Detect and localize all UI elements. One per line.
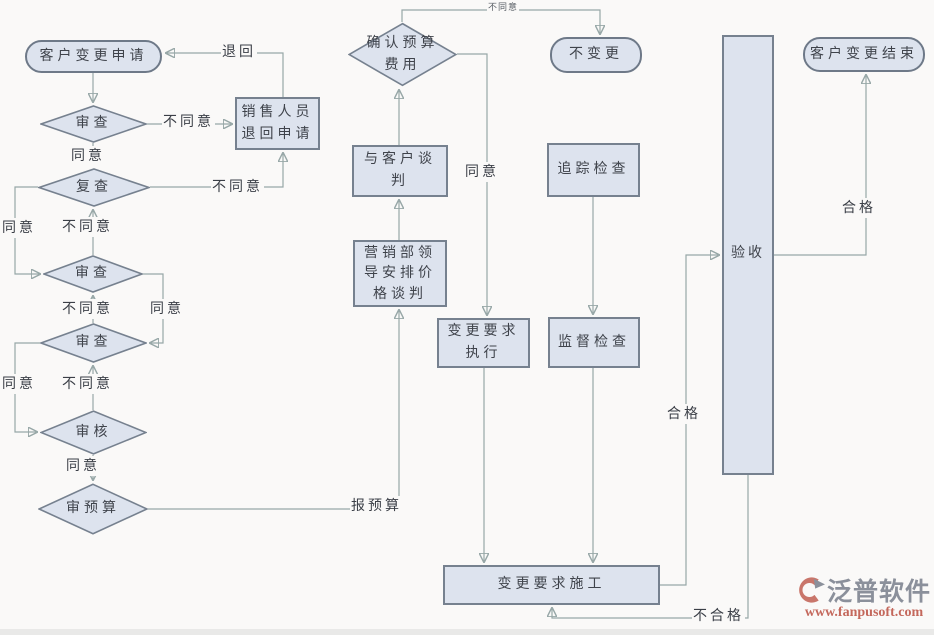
diamond-shape <box>38 483 148 535</box>
label-review2-disagree: 不同意 <box>61 217 114 238</box>
node-negotiate-with-customer: 与客户谈 判 <box>352 145 448 197</box>
node-label: 验收 <box>731 245 765 261</box>
node-label: 营销部领 导安排价 格谈判 <box>364 245 436 302</box>
node-marketing-arrange-price-negotiation: 营销部领 导安排价 格谈判 <box>353 240 447 307</box>
node-label: 监督检查 <box>558 333 630 350</box>
label-review1-disagree: 不同意 <box>162 112 215 133</box>
watermark-url: www.fanpusoft.com <box>804 605 924 620</box>
watermark-brand: 泛普软件 <box>826 577 931 606</box>
node-customer-change-end: 客户变更结束 <box>803 37 925 72</box>
node-label: 客户变更申请 <box>39 47 148 64</box>
label-review3-disagree: 不同意 <box>61 299 114 320</box>
diamond-shape <box>43 255 143 293</box>
node-review-3: 审查 <box>40 323 147 363</box>
node-label: 确认预算 费用 <box>366 34 439 73</box>
diamond-shape <box>40 410 147 455</box>
node-label: 审查 <box>75 265 111 282</box>
node-verify: 审核 <box>40 410 147 455</box>
edge-budgetreview-to-marketing <box>148 311 399 510</box>
edge-recheck-to-salesreturn <box>150 154 283 188</box>
node-label: 变更要求 执行 <box>447 323 520 361</box>
node-label: 不变更 <box>569 46 623 63</box>
node-label: 客户变更结束 <box>810 45 918 62</box>
node-review-1: 审查 <box>40 105 147 143</box>
node-supervision-check: 监督检查 <box>548 317 640 368</box>
node-change-request-construction: 变更要求施工 <box>443 565 660 605</box>
node-label: 销售人员 退回申请 <box>241 103 314 142</box>
node-budget-review: 审预算 <box>38 483 148 535</box>
label-pass-right: 合格 <box>841 198 877 219</box>
bottom-strip <box>0 629 934 635</box>
node-sales-return-request: 销售人员 退回申请 <box>235 97 320 150</box>
label-recheck-disagree: 不同意 <box>211 177 264 198</box>
label-return: 退回 <box>221 42 257 63</box>
label-fail: 不合格 <box>692 606 745 627</box>
node-review-2: 审查 <box>43 255 143 293</box>
node-change-request-execution: 变更要求 执行 <box>437 318 530 368</box>
edge-acceptance-to-construction-fail <box>552 475 749 619</box>
node-label: 变更要求施工 <box>497 576 606 593</box>
diamond-shape <box>40 323 147 363</box>
node-label: 审预算 <box>66 500 120 517</box>
watermark: 泛普软件 www.fanpusoft.com <box>793 572 934 621</box>
diamond-shape <box>348 22 457 87</box>
node-confirm-budget-cost: 确认预算 费用 <box>348 22 457 87</box>
label-recheck-agree: 同意 <box>1 218 37 239</box>
node-label: 追踪检查 <box>557 161 630 178</box>
node-label: 审查 <box>75 115 112 132</box>
node-label: 审查 <box>75 334 112 351</box>
node-recheck: 复查 <box>38 168 150 207</box>
edge-salesreturn-to-start <box>167 53 284 97</box>
label-verify-agree: 同意 <box>65 456 101 477</box>
diamond-shape <box>40 105 147 143</box>
label-review3-agree: 同意 <box>1 374 37 395</box>
label-confirm-disagree: 不同意 <box>487 2 520 16</box>
node-label: 与客户谈 判 <box>364 151 436 189</box>
node-acceptance: 验收 <box>722 35 774 475</box>
label-review1-agree: 同意 <box>70 146 106 167</box>
node-tracking-check: 追踪检查 <box>547 143 640 197</box>
node-no-change: 不变更 <box>550 37 642 73</box>
diamond-shape <box>38 168 150 207</box>
edge-confirmbudget-to-execute <box>457 53 487 314</box>
node-label: 复查 <box>76 178 112 195</box>
node-label: 审核 <box>75 423 112 440</box>
edge-acceptance-to-end <box>774 76 866 256</box>
label-pass-mid: 合格 <box>666 404 702 425</box>
node-customer-change-request: 客户变更申请 <box>25 40 162 73</box>
label-verify-disagree: 不同意 <box>61 374 114 395</box>
label-report-budget: 报预算 <box>350 496 403 517</box>
label-review2-agree: 同意 <box>149 299 185 320</box>
label-confirm-agree: 同意 <box>464 162 500 183</box>
fanpu-logo-icon <box>799 577 825 603</box>
